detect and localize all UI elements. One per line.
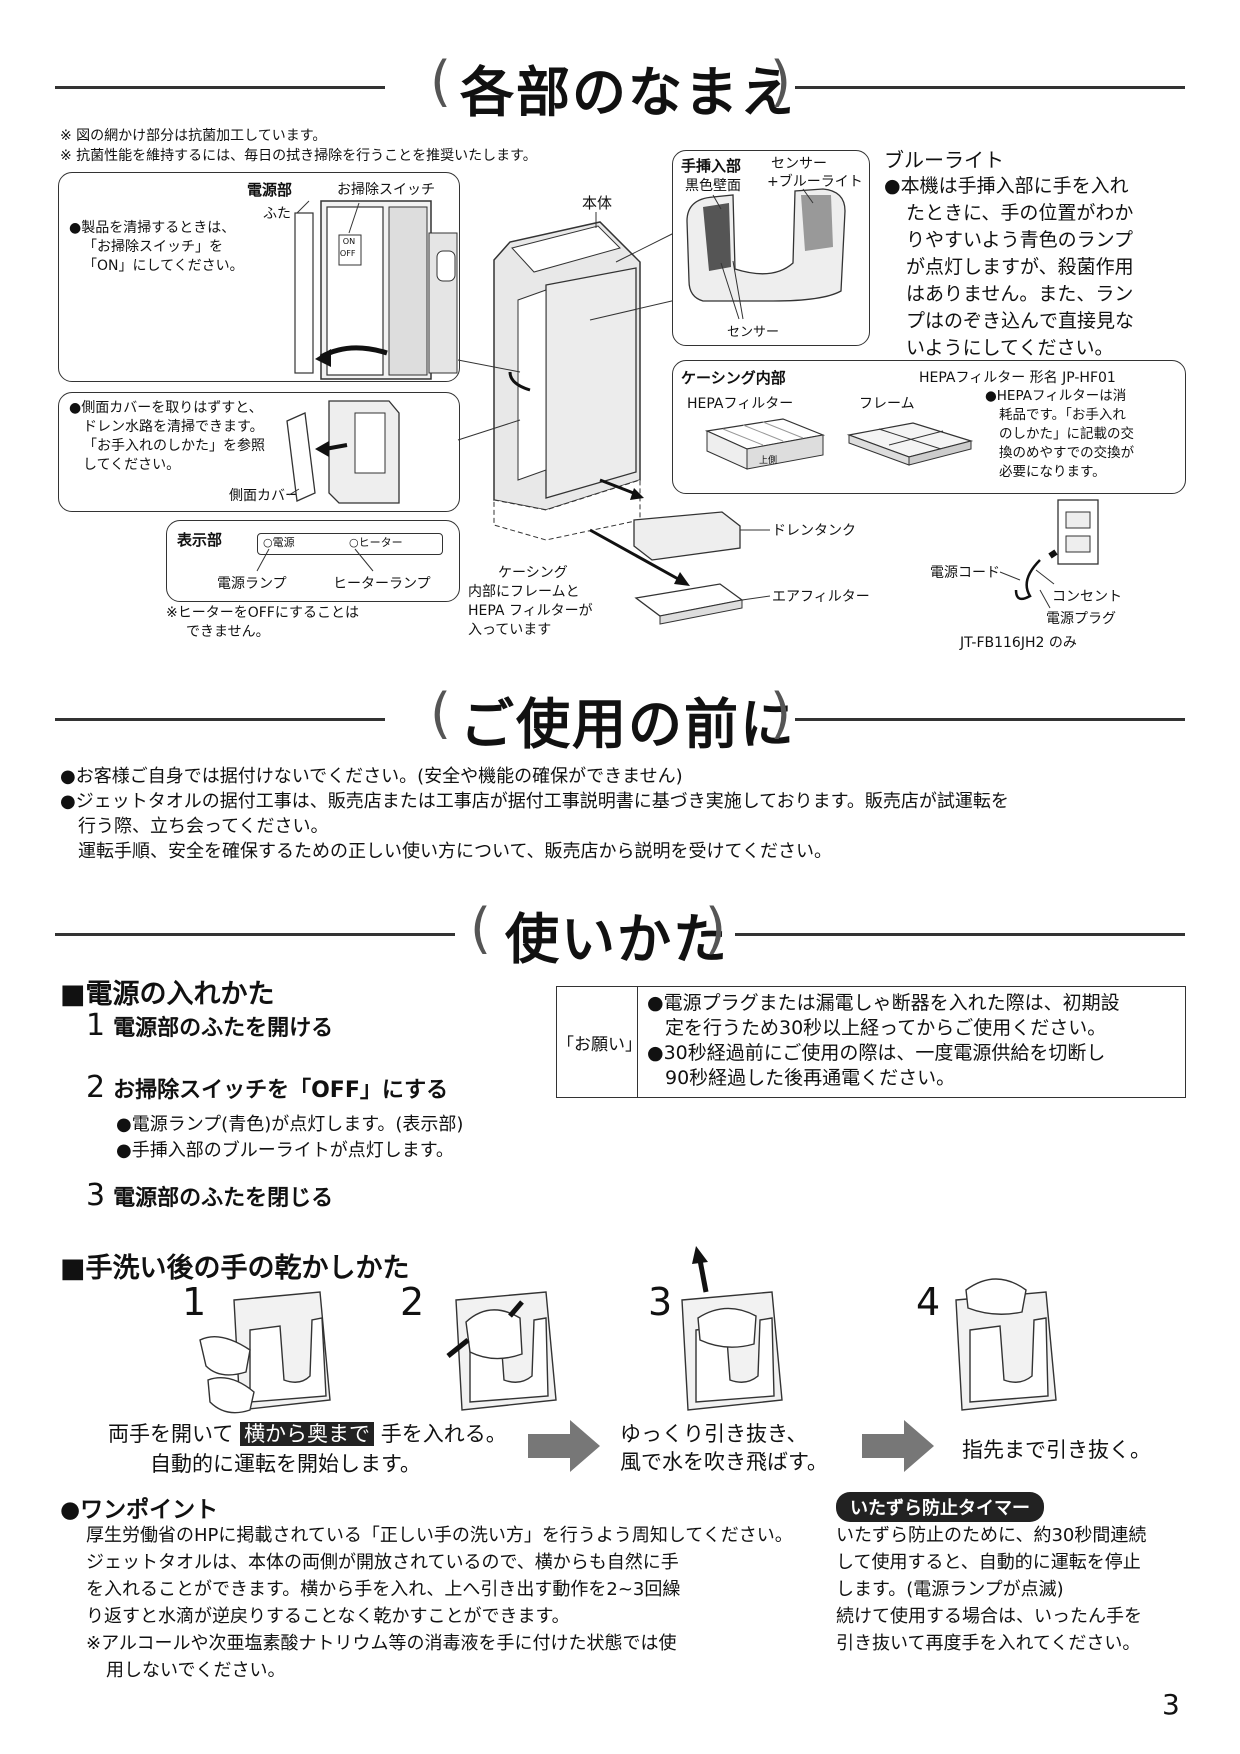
display-panel (257, 533, 443, 555)
page-number: 3 (1162, 1688, 1180, 1721)
side-cover-illustration (286, 400, 400, 504)
display-box: 表示部 ○電源 ○ヒーター 電源ランプ ヒーターランプ (166, 520, 460, 602)
side-cover-box: ●側面カバーを取りはずすと、 ドレン水路を清掃できます。 「お手入れのしかた」を… (58, 392, 460, 512)
before-use-text: ●お客様ご自身では据付けないでください。(安全や機能の確保ができません) ●ジェ… (60, 766, 1009, 862)
heater-indicator-small: ○ヒーター (349, 536, 403, 549)
request-text: ●電源プラグまたは漏電しゃ断器を入れた際は、初期設 定を行うため30秒以上経って… (647, 992, 1120, 1089)
section-title-text: ご使用の前に (460, 693, 796, 756)
hand-insertion-illustration (686, 188, 846, 320)
timer-text: いたずら防止のために、約30秒間連続 して使用すると、自動的に運転を停止 します… (836, 1525, 1147, 1654)
section-title-parts: ( 各部のなまえ ) (55, 48, 1185, 128)
one-point-text: 厚生労働省のHPに掲載されている「正しい手の洗い方」を行うよう周知してください。… (86, 1525, 793, 1681)
power-box-text: ●製品を清掃するときは、 「お掃除スイッチ」を 「ON」にしてください。 (69, 220, 244, 274)
casing-label: ケーシング 内部にフレームと HEPA フィルターが 入っています (468, 565, 593, 638)
dry-step-num-4: 4 (916, 1280, 941, 1324)
highlight-side-to-back: 横から奥まで (240, 1422, 375, 1446)
dry-step-num-1: 1 (182, 1280, 207, 1324)
hand-insertion-box: 手挿入部 黒色壁面 センサー +ブルーライト センサー (672, 150, 870, 346)
power-on-heading: ■電源の入れかた (60, 979, 275, 1010)
main-unit-illustration (457, 212, 1099, 625)
power-indicator-small: ○電源 (263, 536, 295, 549)
power-unit-box: 電源部 お掃除スイッチ ふた ●製品を清掃するときは、 「お掃除スイッチ」を 「… (58, 172, 460, 382)
side-cover-text: ●側面カバーを取りはずすと、 ドレン水路を清掃できます。 「お手入れのしかた」を… (69, 400, 265, 473)
request-box: 「お願い」 ●電源プラグまたは漏電しゃ断器を入れた際は、初期設 定を行うため30… (556, 986, 1186, 1098)
dry-caption-3: 指先まで引き抜く。 (962, 1438, 1151, 1462)
dry-caption-1b: 自動的に運転を開始します。 (150, 1452, 421, 1476)
hepa-frame-illustration (704, 418, 974, 470)
one-point-heading: ●ワンポイント (60, 1497, 219, 1523)
dry-caption-1: 両手を開いて 横から奥まで 手を入れる。 (108, 1422, 507, 1446)
blue-light-block: ブルーライト ●本機は手挿入部に手を入れ たときに、手の位置がわか りやすいよう… (884, 148, 1135, 359)
drying-heading: ■手洗い後の手の乾かしかた (60, 1253, 410, 1284)
section-title-text: 使いかた (505, 908, 729, 971)
parts-notes: ※ 図の網かけ部分は抗菌加工しています。 ※ 抗菌性能を維持するには、毎日の拭き… (60, 128, 537, 164)
section-title-how-to: ( 使いかた ) (55, 895, 1185, 975)
dry-step-num-3: 3 (648, 1280, 673, 1324)
section-title-before-use: ( ご使用の前に ) (55, 680, 1185, 760)
power-unit-illustration (294, 200, 458, 380)
timer-heading: いたずら防止タイマー (836, 1492, 1044, 1522)
dry-caption-2: ゆっくり引き抜き、 風で水を吹き飛ばす。 (620, 1422, 828, 1474)
heater-note: ※ヒーターをOFFにすることは できません。 (166, 605, 359, 640)
dry-step-num-2: 2 (400, 1280, 425, 1324)
hepa-note: ●HEPAフィルターは消 耗品です。「お手入れ のしかた」に記載の交 換のめやす… (985, 388, 1135, 480)
casing-inside-box: ケーシング内部 HEPAフィルター 形名 JP-HF01 HEPAフィルター フ… (672, 360, 1186, 494)
section-title-text: 各部のなまえ (460, 61, 796, 124)
main-body-label: 本体 (582, 194, 613, 212)
display-leader-lines (256, 548, 374, 572)
step-2-notes: ●電源ランプ(青色)が点灯します。(表示部) ●手挿入部のブルーライトが点灯しま… (116, 1114, 464, 1161)
